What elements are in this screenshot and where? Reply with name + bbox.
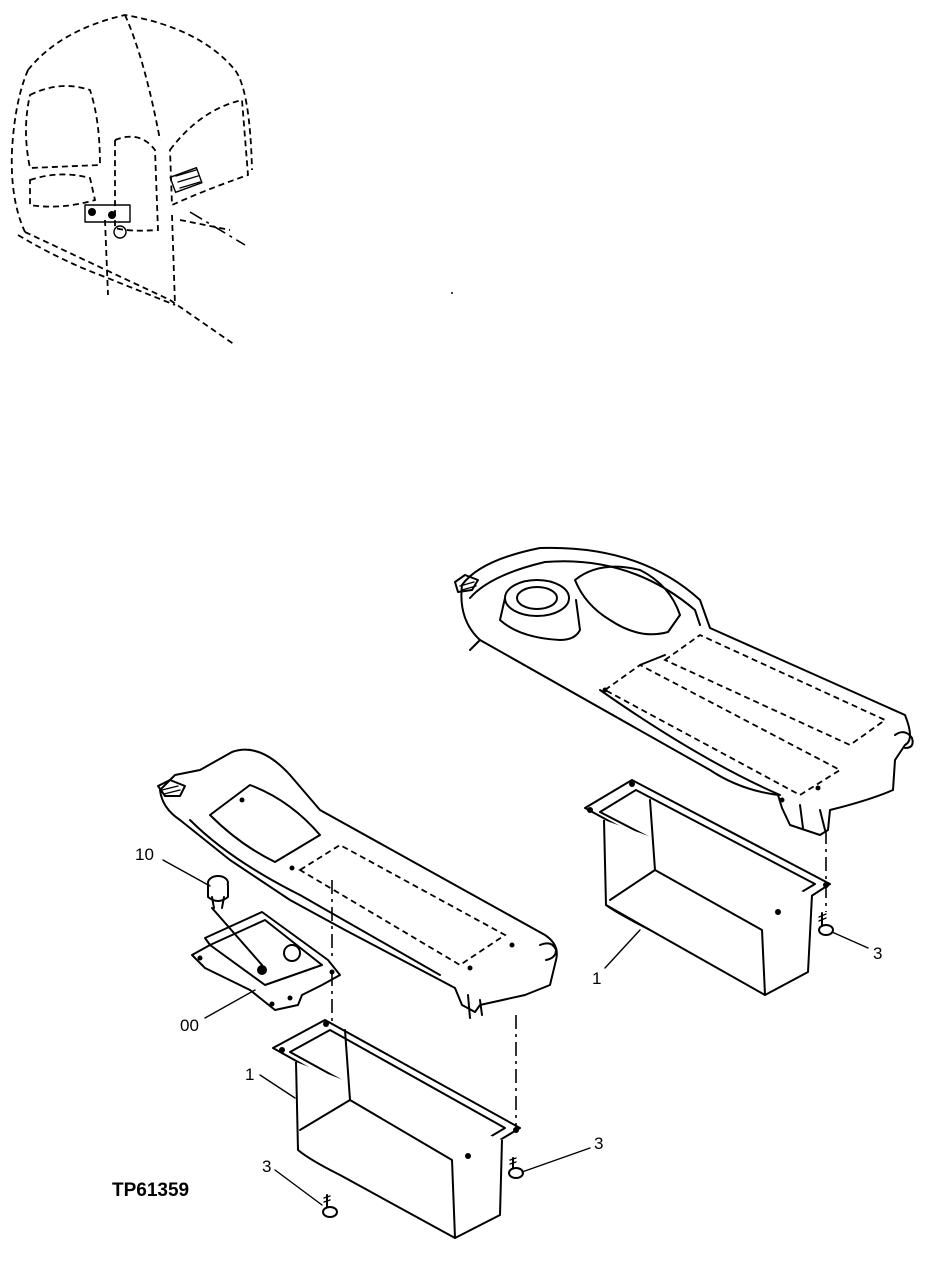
callout-1-left: 1: [245, 1065, 254, 1084]
drawing-code: TP61359: [112, 1180, 189, 1201]
callout-3-mid: 3: [594, 1134, 603, 1153]
callout-1-right: 1: [592, 969, 601, 988]
left-console-assembly: [157, 748, 558, 1019]
knob: [207, 875, 229, 909]
leader-lines: [162, 859, 869, 1206]
callout-10: 10: [135, 845, 154, 864]
left-storage-box: [272, 1019, 521, 1239]
right-console-assembly: [454, 546, 914, 836]
screw-left: [322, 1194, 338, 1218]
screw-mid: [508, 1157, 524, 1179]
cab-overview-inset: [10, 14, 453, 346]
right-storage-box: [584, 779, 831, 996]
bracket-plate: [191, 907, 341, 1011]
screw-right: [818, 912, 834, 936]
callout-00: 00: [180, 1016, 199, 1035]
callout-labels: 10 00 1 1 3 3 3: [135, 845, 882, 1176]
callout-3-right: 3: [873, 944, 882, 963]
callout-3-left: 3: [262, 1157, 271, 1176]
assembly-lines: [331, 830, 827, 1128]
